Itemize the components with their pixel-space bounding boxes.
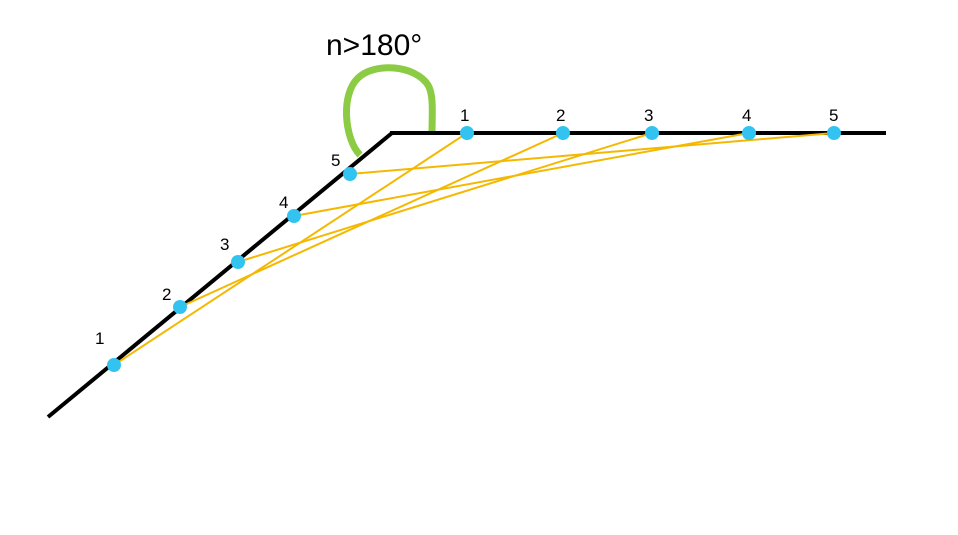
left-point-label-3: 3: [220, 235, 229, 254]
left-point-4: [287, 209, 301, 223]
angle-label: n>180°: [326, 29, 422, 62]
left-point-3: [231, 255, 245, 269]
angle-arc: [343, 64, 436, 158]
point-labels: 1 2 3 4 5 1 2 3 4 5: [95, 106, 838, 348]
right-point-4: [742, 126, 756, 140]
left-point-label-2: 2: [162, 285, 171, 304]
right-point-3: [645, 126, 659, 140]
right-point-1: [460, 126, 474, 140]
left-point-5: [343, 167, 357, 181]
left-point-label-1: 1: [95, 329, 104, 348]
left-point-label-4: 4: [279, 193, 288, 212]
left-arm-line: [46, 131, 394, 419]
right-point-label-4: 4: [742, 106, 751, 125]
thread-lines: [113, 132, 835, 366]
left-point-label-5: 5: [331, 151, 340, 170]
left-point-2: [173, 300, 187, 314]
thread-line-5-5: [349, 132, 835, 175]
right-point-2: [556, 126, 570, 140]
thread-line-1-1: [113, 132, 468, 366]
thread-line-3-3: [237, 132, 653, 263]
right-point-label-1: 1: [460, 106, 469, 125]
right-point-5: [827, 126, 841, 140]
left-point-1: [107, 358, 121, 372]
right-point-label-5: 5: [829, 106, 838, 125]
right-point-label-3: 3: [644, 106, 653, 125]
marked-points: [107, 126, 841, 372]
right-point-label-2: 2: [556, 106, 565, 125]
